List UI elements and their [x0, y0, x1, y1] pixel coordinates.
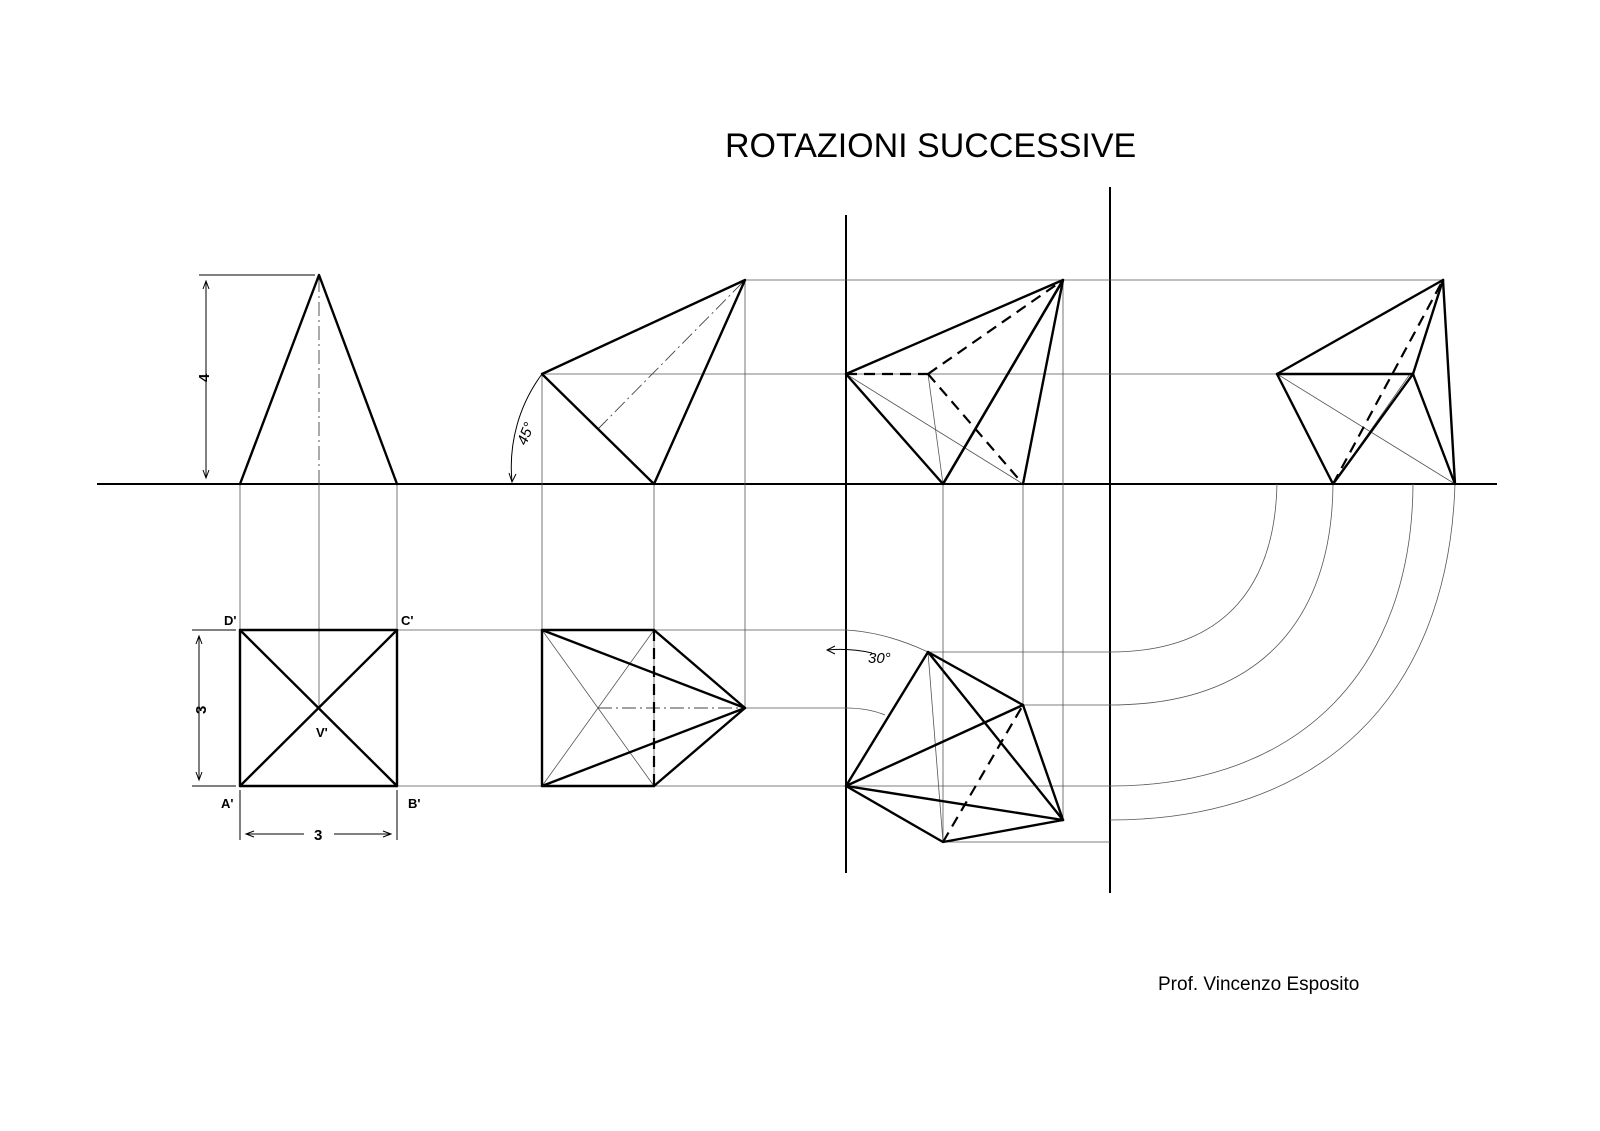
side-dimension-horizontal-value: 3 — [314, 827, 322, 844]
height-dimension: 4 — [196, 274, 315, 480]
elevation-view-4 — [1275, 278, 1457, 486]
height-dimension-value: 4 — [196, 373, 213, 382]
author-credit: Prof. Vincenzo Esposito — [1158, 974, 1359, 995]
reference-lines — [97, 187, 1497, 893]
drawing-title: ROTAZIONI SUCCESSIVE — [725, 127, 1136, 165]
angle-annotation-30: 30° — [825, 645, 891, 667]
plan-view-1 — [238, 628, 399, 788]
vertex-label-v: V' — [316, 725, 328, 740]
angle-30-label: 30° — [868, 650, 891, 667]
elevation-view-3 — [844, 278, 1065, 486]
elevation-view-2 — [540, 278, 747, 486]
angle-annotation-45: 45° — [508, 373, 543, 484]
vertex-labels: D' C' A' B' V' — [221, 613, 420, 811]
vertex-label-b: B' — [408, 796, 420, 811]
plan-view-3 — [844, 650, 1065, 844]
vertex-label-c: C' — [401, 613, 413, 628]
plan-view-2 — [540, 628, 747, 788]
vertex-label-d: D' — [224, 613, 236, 628]
side-dimension-vertical: 3 — [192, 629, 236, 787]
side-dimension-horizontal: 3 — [239, 790, 398, 844]
projection-lines — [239, 279, 1456, 843]
elevation-view-1 — [238, 273, 399, 486]
vertex-label-a: A' — [221, 796, 233, 811]
side-dimension-vertical-value: 3 — [193, 706, 210, 714]
